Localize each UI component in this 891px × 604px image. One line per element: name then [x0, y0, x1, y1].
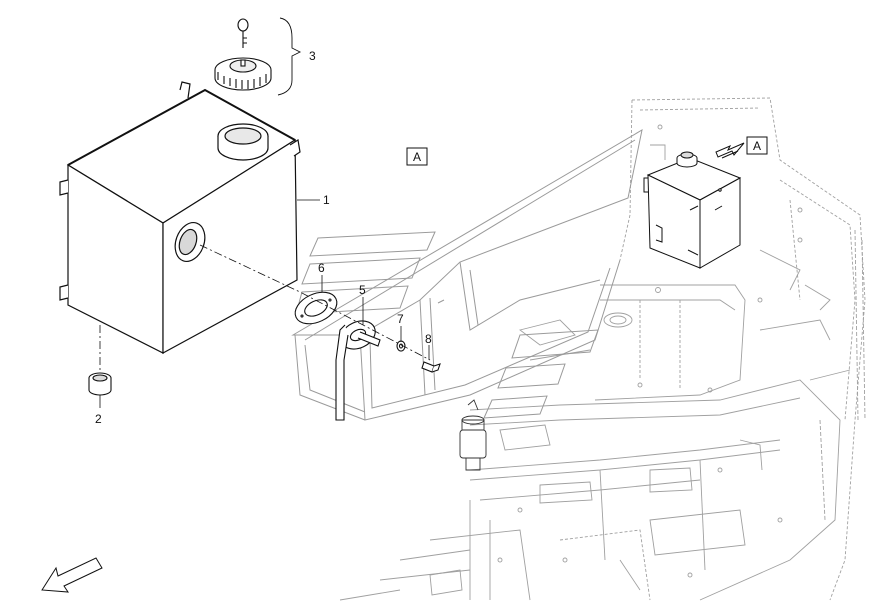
callout-5: 5	[359, 283, 366, 297]
view-marker-detail: A	[406, 147, 428, 166]
view-marker-location: A	[746, 136, 768, 155]
callout-2: 2	[95, 412, 102, 426]
hydraulic-tank	[59, 81, 301, 355]
machine-frame	[339, 97, 866, 601]
callout-7: 7	[397, 312, 404, 326]
svg-text:A: A	[413, 150, 421, 164]
location-tank	[643, 151, 742, 269]
cap-assembly-bracket	[277, 17, 302, 96]
leader-lines	[99, 199, 430, 408]
drain-plug	[88, 372, 112, 396]
guard-panel	[291, 128, 643, 421]
callout-3: 3	[309, 49, 316, 63]
background-pump	[459, 399, 487, 471]
callout-8: 8	[425, 332, 432, 346]
location-arrow-icon	[715, 142, 745, 159]
level-sender	[335, 320, 381, 421]
gasket	[294, 291, 338, 325]
direction-arrow-icon	[41, 557, 103, 593]
callout-1: 1	[323, 193, 330, 207]
filler-cap	[214, 57, 272, 91]
screw	[421, 361, 441, 373]
svg-text:A: A	[753, 139, 761, 153]
callout-6: 6	[318, 261, 325, 275]
assembly-center-line	[199, 244, 431, 361]
key-icon	[237, 18, 249, 48]
